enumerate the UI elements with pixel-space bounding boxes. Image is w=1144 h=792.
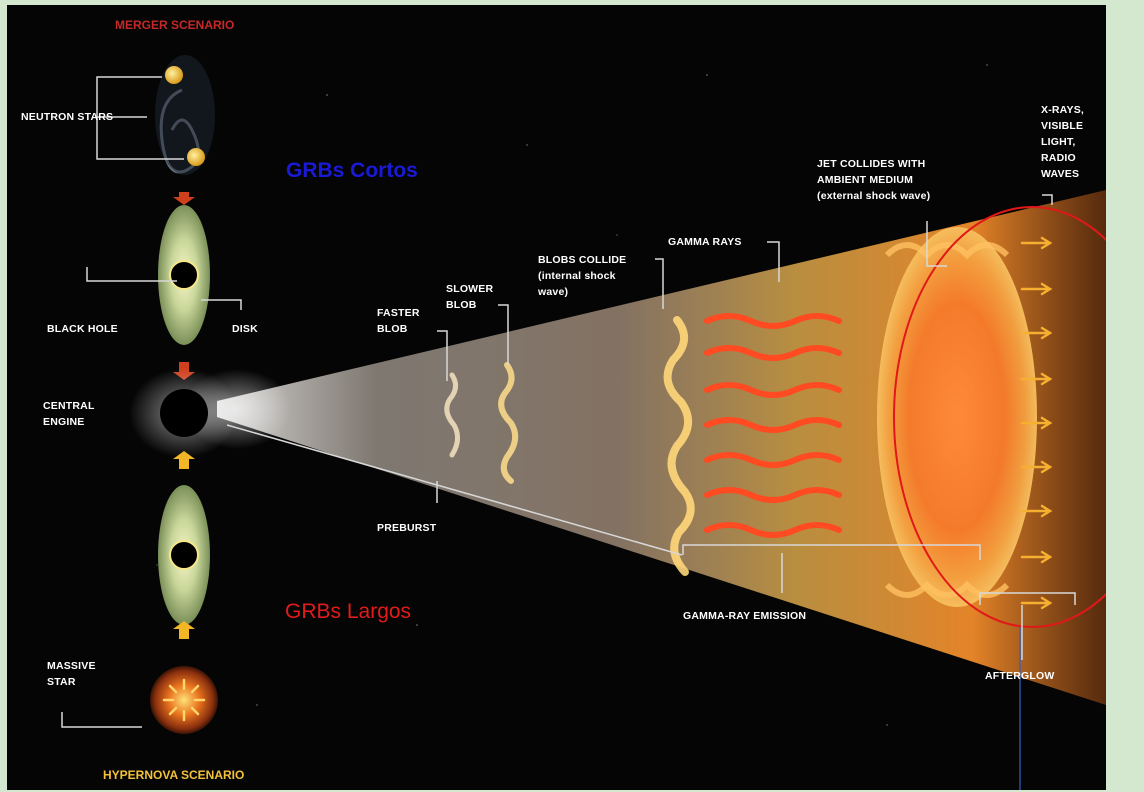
label-xrays-3: LIGHT,	[1041, 136, 1075, 148]
label-xrays-5: WAVES	[1041, 168, 1079, 180]
label-jet-collides-3: (external shock wave)	[817, 190, 930, 202]
massive-star	[150, 666, 218, 734]
grb-diagram: MERGER SCENARIO HYPERNOVA SCENARIO GRBs …	[7, 5, 1106, 790]
merger-down-arrow	[173, 187, 195, 205]
label-xrays-2: VISIBLE	[1041, 120, 1083, 132]
label-preburst: PREBURST	[377, 522, 437, 534]
label-blobs-collide-1: BLOBS COLLIDE	[538, 254, 626, 266]
label-jet-collides-1: JET COLLIDES WITH	[817, 158, 925, 170]
label-massive-star-1: MASSIVE	[47, 660, 96, 672]
label-neutron-stars: NEUTRON STARS	[21, 111, 113, 123]
hypernova-black-hole-disk	[158, 485, 210, 625]
hypernova-scenario-title: HYPERNOVA SCENARIO	[103, 768, 244, 782]
label-gamma-rays: GAMMA RAYS	[668, 236, 742, 248]
label-xrays-4: RADIO	[1041, 152, 1076, 164]
hypernova-lower-arrow	[173, 621, 195, 639]
label-black-hole: BLACK HOLE	[47, 323, 118, 335]
label-blobs-collide-2: (internal shock	[538, 270, 616, 282]
diagram-panel: MERGER SCENARIO HYPERNOVA SCENARIO GRBs …	[7, 5, 1106, 790]
label-slower-blob-1: SLOWER	[446, 283, 493, 295]
label-blobs-collide-3: wave)	[537, 286, 568, 298]
label-gamma-ray-emission: GAMMA-RAY EMISSION	[683, 610, 806, 622]
label-xrays-1: X-RAYS,	[1041, 104, 1084, 116]
merger-neutron-stars	[155, 55, 215, 175]
central-engine	[129, 368, 239, 458]
merger-scenario-title: MERGER SCENARIO	[115, 18, 234, 32]
label-faster-blob-2: BLOB	[377, 323, 408, 335]
external-shock-fireball	[877, 227, 1037, 607]
label-massive-star-2: STAR	[47, 676, 76, 688]
merger-black-hole-disk	[158, 205, 210, 345]
label-faster-blob-1: FASTER	[377, 307, 420, 319]
label-disk: DISK	[232, 323, 258, 335]
label-afterglow: AFTERGLOW	[985, 670, 1054, 682]
label-slower-blob-2: BLOB	[446, 299, 477, 311]
short-grbs-annotation: GRBs Cortos	[286, 159, 418, 182]
label-central-engine-1: CENTRAL	[43, 400, 95, 412]
label-central-engine-2: ENGINE	[43, 416, 84, 428]
long-grbs-annotation: GRBs Largos	[285, 600, 411, 623]
label-jet-collides-2: AMBIENT MEDIUM	[817, 174, 913, 186]
